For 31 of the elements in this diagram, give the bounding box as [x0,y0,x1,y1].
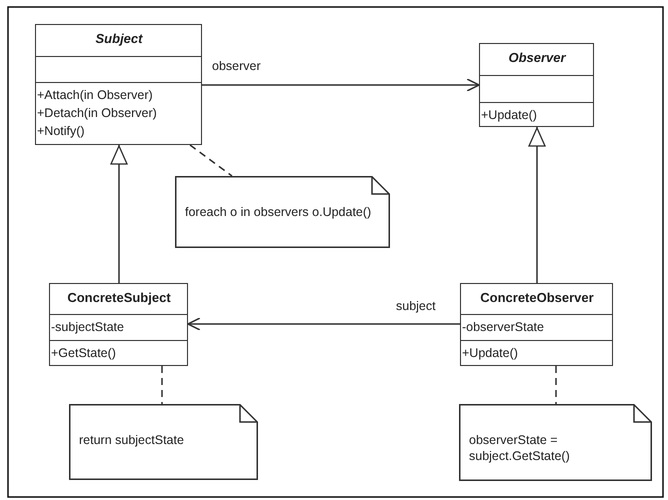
class-box [479,43,594,127]
arrow [528,127,546,283]
note [69,404,258,480]
class-name: Observer [507,49,568,67]
arrow [110,145,128,283]
note [175,176,390,248]
attribute: -subjectState [50,319,125,336]
arrow [202,78,480,92]
note-text: return subjectState [78,432,185,448]
operation: +Attach(in Observer) [36,87,154,104]
class-box [49,283,188,366]
note-link [161,366,163,404]
note-text: observerState = subject.GetState() [468,432,571,464]
operation: +Update() [461,345,519,362]
class-name: ConcreteSubject [66,289,172,307]
operation: +Update() [480,107,538,124]
attribute: -observerState [461,319,545,336]
operation: +Notify() [36,123,86,140]
note-link [555,366,557,404]
class-name: Subject [94,30,144,48]
operation: +Detach(in Observer) [36,105,158,122]
class-box [35,24,202,145]
class-box [460,283,613,366]
edge-label: observer [210,59,263,73]
note-text: foreach o in observers o.Update() [184,204,372,220]
class-name: ConcreteObserver [479,289,595,307]
note-link [190,144,232,177]
operation: +GetState() [50,345,117,362]
note [459,404,652,481]
edge-label: subject [394,299,438,313]
arrow [187,317,460,331]
